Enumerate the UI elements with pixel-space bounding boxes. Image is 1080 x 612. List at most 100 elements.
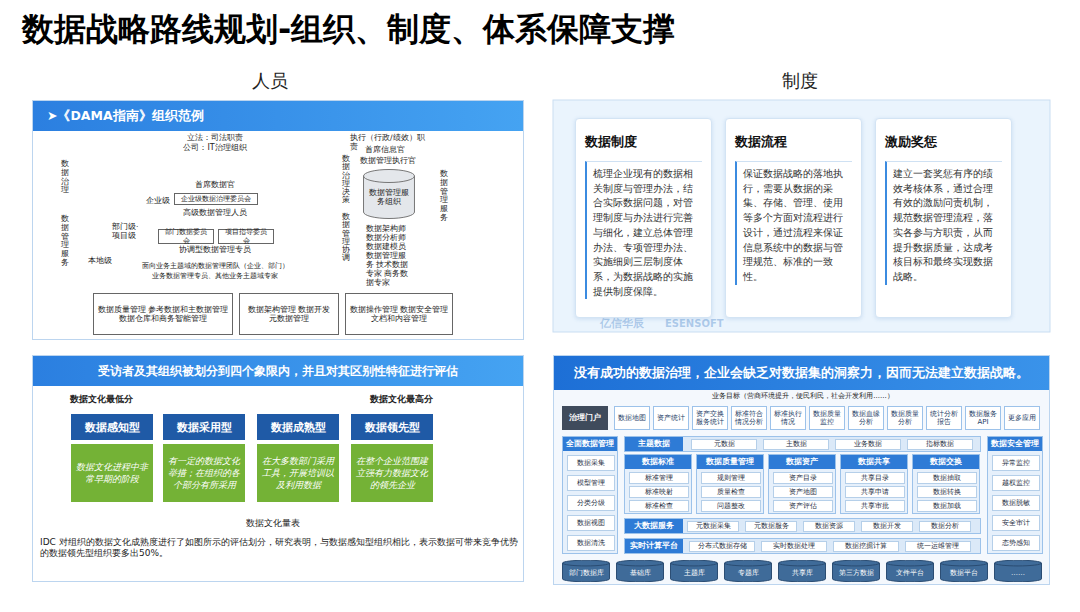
info-card: 激励奖惩建立一套奖惩有序的绩效考核体系，通过合理有效的激励问责机制，规范数据管理… bbox=[875, 118, 1012, 318]
node-text: 实时计算平台 bbox=[625, 539, 683, 553]
item-box: 共享目录 bbox=[845, 472, 905, 484]
item-box: 业务数据 bbox=[835, 439, 901, 450]
database-cylinder: 共享库 bbox=[778, 560, 826, 582]
node-text: 元数据 bbox=[714, 440, 735, 448]
node-text: 共享审批 bbox=[861, 502, 889, 510]
node-text: 数据抽取 bbox=[933, 474, 961, 482]
node-body: 有一定的数据文化举措；在组织的各个部分有所采用 bbox=[163, 444, 245, 502]
app-box: 数据质量监控 bbox=[809, 406, 845, 430]
node-text: 质量检查 bbox=[717, 488, 745, 496]
org-box: 数据操作管理 数据安全管理 文档和内容管理 bbox=[345, 293, 453, 335]
text-label: 公司：IT治理组织 bbox=[160, 143, 270, 153]
node-text: 标准管理 bbox=[645, 474, 673, 482]
panel: ➤《DAMA指南》组织范例企业级数据治理委员会部门数据委员会项目指导委员会数据管… bbox=[32, 100, 524, 340]
cylinder-rim bbox=[778, 563, 825, 566]
app-box: 标准符合情况分析 bbox=[731, 406, 767, 430]
node-text: 指标数据 bbox=[926, 440, 954, 448]
vertical-label: 数据管理服务 bbox=[440, 170, 448, 223]
database-cylinder: 基础库 bbox=[616, 560, 664, 582]
node-text: 数据资源 bbox=[815, 522, 843, 530]
node-text: 数据脱敏 bbox=[1002, 499, 1030, 507]
text-label: 数据文化最高分 bbox=[370, 394, 470, 405]
node-body: 在大多数部门采用工具，开展培训以及利用数据 bbox=[257, 444, 339, 502]
text-label: 业务目标（营商环境提升，便民利民，社会开发利用......） bbox=[613, 392, 993, 400]
quadrant-box: 数据领先型在整个企业范围建立强有力数据文化的领先企业 bbox=[351, 414, 433, 502]
group-box: 数据资产资产目录资产地图资产评估 bbox=[768, 454, 836, 514]
node-text: 数据清洗 bbox=[577, 539, 605, 547]
layer-band: 实时计算平台分布式数据存储实时数据处理数据挖掘计算统一运维管理 bbox=[624, 538, 981, 554]
node-text: 共享申请 bbox=[861, 488, 889, 496]
node-text: 共享库 bbox=[792, 569, 813, 577]
node-text: 数据制度 bbox=[585, 133, 702, 151]
item-box: 共享审批 bbox=[845, 500, 905, 512]
node-text: 激励奖惩 bbox=[885, 133, 1002, 151]
text-label: 面向业务主题域的数据管理团队（企业、部门） bbox=[125, 262, 305, 270]
item-box: 元数据 bbox=[691, 439, 757, 450]
cylinder-body bbox=[364, 170, 415, 219]
item-box: 资产目录 bbox=[773, 472, 833, 484]
node-text: 数据地图 bbox=[618, 414, 646, 422]
node-body: 数据文化进程中非常早期的阶段 bbox=[71, 444, 153, 502]
group-box: 数据共享共享目录共享申请共享审批 bbox=[840, 454, 908, 514]
org-cylinder: 数据管理服务组织 bbox=[363, 169, 415, 219]
node-text: 基础库 bbox=[630, 569, 651, 577]
org-box: 项目指导委员会 bbox=[218, 229, 274, 244]
info-card: 数据制度梳理企业现有的数据相关制度与管理办法，结合实际数据问题，对管理制度与办法… bbox=[575, 118, 712, 318]
item-box: 统一运维管理 bbox=[905, 541, 971, 552]
text-label: 数据文化最低分 bbox=[70, 394, 170, 405]
node-text: 数据标准 bbox=[625, 455, 691, 469]
cylinder-body bbox=[778, 560, 825, 582]
node-text: 更多应用 bbox=[1008, 414, 1036, 422]
node-text: 标准检查 bbox=[645, 502, 673, 510]
item-box: 质量检查 bbox=[701, 486, 761, 498]
node-text: 资产统计 bbox=[657, 414, 685, 422]
cylinder-rim bbox=[562, 563, 609, 566]
node-text: 大数据服务 bbox=[625, 519, 683, 533]
node-text: 数据质量管理 参考数据和主数据管理 数据仓库和商务智能管理 bbox=[97, 305, 229, 323]
database-cylinder: 文件平台 bbox=[886, 560, 934, 582]
cylinder-body bbox=[886, 560, 933, 582]
cylinder-body bbox=[832, 560, 879, 582]
item-box: 数据采集 bbox=[567, 455, 615, 471]
quadrant-box: 数据采用型有一定的数据文化举措；在组织的各个部分有所采用 bbox=[163, 414, 245, 502]
node-text: 数据安全管理 bbox=[988, 437, 1042, 451]
node-text: 企业级数据治理委员会 bbox=[181, 195, 251, 204]
text-label: 首席信息官 bbox=[365, 145, 425, 154]
node-text: 数据资产 bbox=[769, 455, 835, 469]
panel: 没有成功的数据治理，企业会缺乏对数据集的洞察力，因而无法建立数据战略。治理门户数… bbox=[553, 355, 1050, 585]
database-cylinder: 专题库 bbox=[724, 560, 772, 582]
node-text: 文件平台 bbox=[896, 569, 924, 577]
node-text: 元数据服务 bbox=[754, 522, 789, 530]
node-text: 数据服务API bbox=[967, 410, 999, 426]
cylinder-rim bbox=[940, 563, 987, 566]
node-text: 数据领先型 bbox=[351, 414, 433, 440]
node-text: 受访者及其组织被划分到四个象限内，并且对其区别性特征进行评估 bbox=[33, 356, 523, 386]
app-box: 资产交换服务统计 bbox=[692, 406, 728, 430]
node-text: 数据操作管理 数据安全管理 文档和内容管理 bbox=[349, 305, 449, 323]
text-label: 企业级 bbox=[146, 196, 176, 206]
cylinder-body bbox=[616, 560, 663, 582]
watermark: ESENSOFT bbox=[665, 318, 745, 330]
node-text: 主题库 bbox=[684, 569, 705, 577]
node-text: 数据挖掘计算 bbox=[845, 542, 887, 550]
section-label: 制度 bbox=[782, 70, 842, 92]
text-label: 高级数据管理人员 bbox=[175, 208, 255, 217]
section-label: 人员 bbox=[252, 70, 312, 92]
database-cylinder: 数据平台 bbox=[940, 560, 988, 582]
item-box: 数据挖掘计算 bbox=[833, 541, 899, 552]
app-box: 标准执行情况 bbox=[770, 406, 806, 430]
node-text: 标准映射 bbox=[645, 488, 673, 496]
node-text: 数据加载 bbox=[933, 502, 961, 510]
item-box: 主数据 bbox=[763, 439, 829, 450]
item-box: 数据抽取 bbox=[917, 472, 977, 484]
item-box: 数据转换 bbox=[917, 486, 977, 498]
item-box: 资产评估 bbox=[773, 500, 833, 512]
node-body: 在整个企业范围建立强有力数据文化的领先企业 bbox=[351, 444, 433, 502]
node-text: 数据流程 bbox=[735, 133, 852, 151]
text-label: IDC 对组织的数据文化成熟度进行了如图所示的评估划分，研究表明，与数据感知型组… bbox=[40, 537, 518, 559]
item-box: 越权监控 bbox=[992, 475, 1040, 491]
node-text: 数据共享 bbox=[841, 455, 907, 469]
item-box: 模型管理 bbox=[567, 475, 615, 491]
vertical-label: 数据管理协调 bbox=[342, 213, 350, 263]
app-box: 更多应用 bbox=[1004, 406, 1040, 430]
